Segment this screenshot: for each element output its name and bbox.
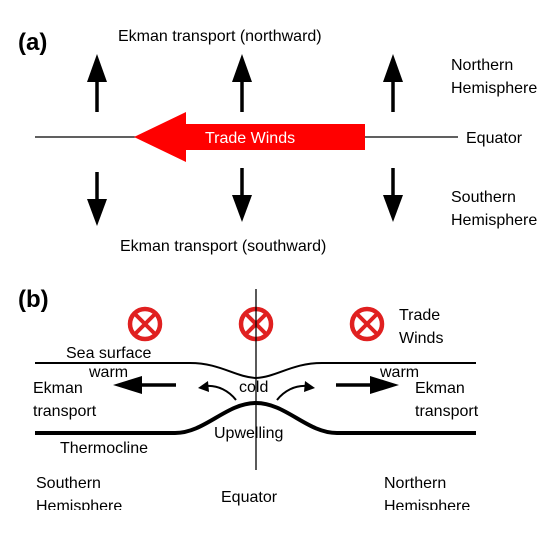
south-arrow-icon xyxy=(232,168,252,222)
northern-hemisphere-line2: Hemisphere xyxy=(451,80,537,97)
equator-b-label: Equator xyxy=(221,489,278,506)
right-arrow-icon xyxy=(336,376,399,394)
north-arrow-icon xyxy=(383,54,403,112)
sea-surface-label: Sea surface xyxy=(66,345,151,362)
southern-hemisphere-line1: Southern xyxy=(451,189,516,206)
southern-hemisphere-line2: Hemisphere xyxy=(451,212,537,229)
panel-b: (b) Trade Winds Sea surface warm warm co… xyxy=(18,286,479,515)
panel-b-label: (b) xyxy=(18,286,49,313)
upwelling-label: Upwelling xyxy=(214,425,283,442)
ekman-left-line1: Ekman xyxy=(33,380,83,397)
ekman-left-line2: transport xyxy=(33,403,97,420)
south-arrow-icon xyxy=(383,168,403,222)
thermocline-line xyxy=(35,400,476,435)
trade-winds-line1: Trade xyxy=(399,307,440,324)
circled-x-icon xyxy=(127,306,163,342)
circled-x-icon xyxy=(349,306,385,342)
curved-arrow-icon xyxy=(198,381,237,401)
panel-a-label: (a) xyxy=(18,29,47,56)
sea-surface-line xyxy=(35,362,476,380)
trade-winds-line2: Winds xyxy=(399,330,443,347)
southern-hemisphere-b-line2: Hemisphere xyxy=(36,498,122,515)
ekman-right-line2: transport xyxy=(415,403,479,420)
cold-label: cold xyxy=(239,379,268,396)
ekman-right-line1: Ekman xyxy=(415,380,465,397)
trade-winds-arrow-icon xyxy=(134,112,365,162)
north-arrow-icon xyxy=(232,54,252,112)
thermocline-label: Thermocline xyxy=(60,440,148,457)
southern-hemisphere-b-line1: Southern xyxy=(36,475,101,492)
northern-hemisphere-b-line1: Northern xyxy=(384,475,446,492)
southward-arrows xyxy=(87,168,403,226)
ekman-southward-label: Ekman transport (southward) xyxy=(120,238,326,255)
equator-label: Equator xyxy=(466,130,523,147)
warm-right-label: warm xyxy=(379,364,419,381)
south-arrow-icon xyxy=(87,172,107,226)
north-arrow-icon xyxy=(87,54,107,112)
left-arrow-icon xyxy=(113,376,176,394)
panel-a: (a) Ekman transport (northward) Northern… xyxy=(18,28,537,255)
northern-hemisphere-b-line2: Hemisphere xyxy=(384,498,470,515)
warm-left-label: warm xyxy=(88,364,128,381)
northward-arrows xyxy=(87,54,403,112)
trade-winds-label: Trade Winds xyxy=(205,130,295,147)
northern-hemisphere-line1: Northern xyxy=(451,57,513,74)
ekman-northward-label: Ekman transport (northward) xyxy=(118,28,322,45)
curved-arrow-icon xyxy=(276,381,315,401)
